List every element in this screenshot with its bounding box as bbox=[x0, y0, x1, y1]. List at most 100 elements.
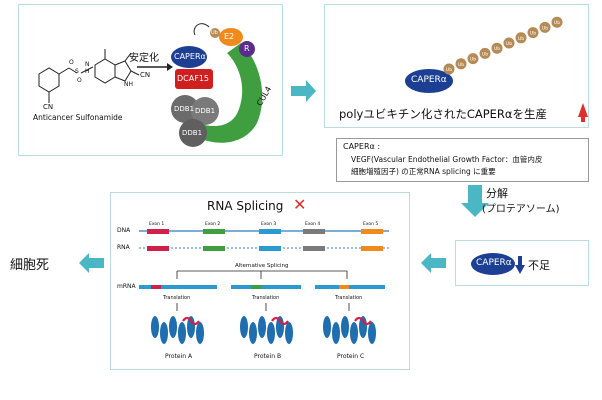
arrow-right bbox=[291, 80, 316, 102]
caper-note: CAPERα : VEGF(Vascular Endothelial Growt… bbox=[336, 138, 589, 182]
mechanism-panel: 安定化 Anticancer Sulfonamide CN CN NH N H … bbox=[18, 4, 283, 156]
exon-block bbox=[361, 246, 383, 251]
cn-label-top: CN bbox=[140, 71, 151, 79]
caper-alpha-ellipse bbox=[171, 46, 207, 68]
ub-chain-label: Ub bbox=[482, 51, 488, 57]
exon-label: Exon 3 bbox=[261, 222, 277, 227]
cross-mark-icon: ✕ bbox=[293, 195, 307, 214]
ub-chain-bead bbox=[551, 16, 563, 28]
ddb1-label: DDB1 bbox=[182, 129, 203, 137]
mechanism-diagram bbox=[38, 23, 263, 147]
protein-label: Protein B bbox=[254, 353, 282, 360]
exon-label: Exon 4 bbox=[305, 222, 321, 227]
protein-helix bbox=[151, 316, 159, 338]
cell-death-label: 細胞死 bbox=[10, 258, 50, 273]
ub-chain-label: Ub bbox=[542, 25, 548, 31]
translation-label: Translation bbox=[335, 295, 363, 301]
o-label: O bbox=[77, 77, 82, 84]
exon-block bbox=[361, 229, 383, 234]
protein-helix bbox=[285, 322, 293, 344]
caper-note-line2: 細胞増殖因子) の正常RNA splicing に重要 bbox=[351, 167, 496, 176]
protein-helix bbox=[359, 316, 367, 338]
protein-helix bbox=[267, 322, 275, 344]
protein-helix bbox=[196, 322, 204, 344]
shortage-label: 不足 bbox=[528, 259, 550, 272]
ub-chain-bead bbox=[455, 58, 467, 70]
ddb1-label: DDB1 bbox=[195, 107, 216, 115]
splicing-title: RNA Splicing bbox=[207, 199, 284, 213]
indole-pyrrole-ring bbox=[114, 60, 132, 82]
exon-block bbox=[259, 229, 281, 234]
ub-chain-label: Ub bbox=[554, 20, 560, 26]
exon-block bbox=[303, 229, 325, 234]
splicing-diagram bbox=[139, 229, 389, 344]
caper-alpha-label: CAPERα bbox=[476, 258, 512, 268]
protein-helix bbox=[240, 316, 248, 338]
arrow-left bbox=[421, 253, 446, 273]
degradation-label: 分解 bbox=[486, 187, 508, 200]
ub-chain-label: Ub bbox=[470, 57, 476, 63]
protein-helix bbox=[341, 316, 349, 338]
ub-chain-label: Ub bbox=[530, 31, 536, 37]
ddb1-circle bbox=[179, 119, 207, 147]
caper-note-line1: VEGF(Vascular Endothelial Growth Factor：… bbox=[351, 155, 543, 164]
caper-alpha-ellipse bbox=[471, 253, 515, 275]
mrna-label: mRNA bbox=[117, 283, 136, 290]
ub-chain-bead bbox=[515, 32, 527, 44]
protein-helix bbox=[276, 316, 284, 338]
protein-helix bbox=[332, 322, 340, 344]
e2-ellipse bbox=[219, 28, 243, 46]
cell-death-panel: 細胞死 bbox=[6, 250, 72, 278]
exon-label: Exon 1 bbox=[149, 222, 165, 227]
protein-accent bbox=[354, 316, 372, 326]
protein-helix bbox=[258, 316, 266, 338]
nh-label: NH bbox=[124, 81, 133, 88]
dcaf15-label: DCAF15 bbox=[177, 74, 209, 83]
protein-label: Protein A bbox=[165, 353, 193, 360]
s-label: S bbox=[75, 68, 79, 75]
ub-chain-bead bbox=[479, 47, 491, 59]
protein-accent bbox=[182, 316, 200, 326]
protein-label: Protein C bbox=[337, 353, 365, 360]
degradation-sublabel: (プロテアソーム) bbox=[482, 204, 560, 215]
stabilize-label: 安定化 bbox=[129, 53, 159, 64]
n-label: N bbox=[85, 61, 90, 68]
ub-chain-label: Ub bbox=[518, 36, 524, 42]
exon-block bbox=[259, 246, 281, 251]
caper-alpha-label: CAPERα bbox=[174, 52, 206, 61]
cul4-scaffold bbox=[197, 43, 263, 143]
translation-label: Translation bbox=[252, 295, 280, 301]
protein-helix bbox=[169, 316, 177, 338]
ub-chain-label: Ub bbox=[494, 46, 500, 52]
ub-chain-bead bbox=[539, 21, 551, 33]
ub-chain-bead bbox=[491, 42, 503, 54]
down-arrow-blue bbox=[518, 256, 522, 266]
compound-label: Anticancer Sulfonamide bbox=[33, 113, 123, 122]
protein-helix bbox=[323, 316, 331, 338]
arrow-left-2 bbox=[79, 253, 104, 273]
caper-alpha-label: CAPERα bbox=[411, 75, 447, 85]
poly-ub-caption: polyユビキチン化されたCAPERαを生産 bbox=[339, 107, 548, 121]
ddb1-circle bbox=[191, 97, 219, 125]
o-label: O bbox=[69, 59, 74, 66]
ub-chain-bead bbox=[443, 63, 455, 75]
translation-label: Translation bbox=[163, 295, 191, 301]
exon-block bbox=[147, 229, 169, 234]
shortage-panel: CAPERα 不足 bbox=[455, 240, 589, 286]
splicing-panel: RNA Splicing ✕ DNA RNA mRNA Alternative … bbox=[110, 192, 410, 370]
ub-chain-label: Ub bbox=[506, 41, 512, 47]
dcaf15-block bbox=[175, 69, 213, 89]
ub-chain-bead bbox=[503, 37, 515, 49]
exon-block bbox=[147, 246, 169, 251]
cn-label-bottom: CN bbox=[43, 103, 54, 111]
r-label: R bbox=[244, 44, 250, 53]
ub-circle bbox=[210, 28, 220, 38]
ub-chain-bead bbox=[467, 53, 479, 65]
ub-chain-label: Ub bbox=[458, 62, 464, 68]
ub-chain-label: Ub bbox=[446, 67, 452, 73]
exon-block bbox=[203, 229, 225, 234]
e2-label: E2 bbox=[224, 32, 235, 41]
